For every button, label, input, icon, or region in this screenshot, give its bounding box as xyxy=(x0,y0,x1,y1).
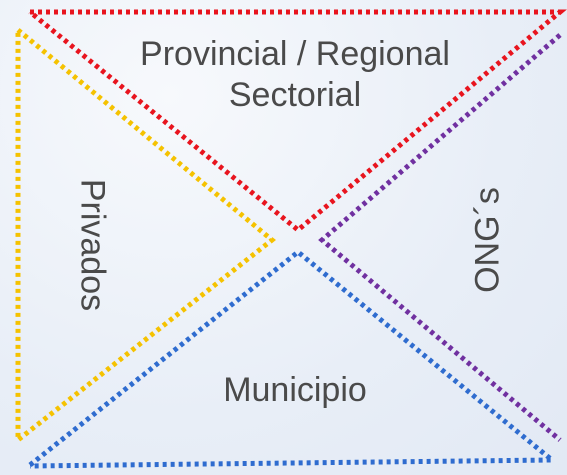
ongs-triangle-outline xyxy=(318,33,562,442)
municipio-triangle-outline xyxy=(28,248,559,469)
municipio-label: Municipio xyxy=(223,371,367,409)
privados-triangle-outline xyxy=(15,28,276,446)
privados-label: Privados xyxy=(73,178,112,312)
provincial-label: Provincial / Regional Sectorial xyxy=(110,34,480,116)
provincial-triangle-outline xyxy=(28,9,567,234)
provincial-label-line2: Sectorial xyxy=(228,75,362,114)
provincial-label-line1: Provincial / Regional xyxy=(140,35,450,73)
ongs-label: ONG´s xyxy=(468,187,507,293)
